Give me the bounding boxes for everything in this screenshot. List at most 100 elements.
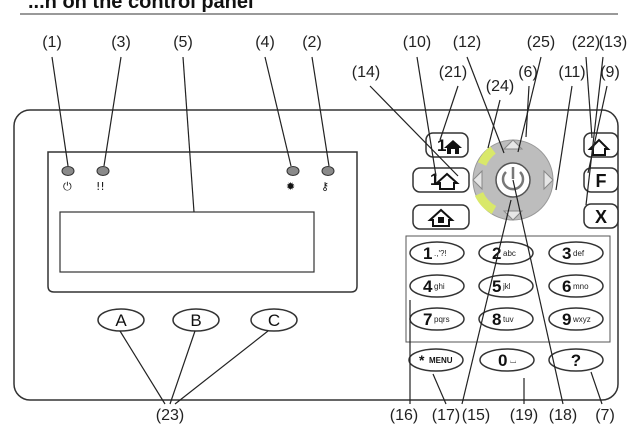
menu-key[interactable]: *MENU — [408, 348, 464, 372]
keypad-key-letters: mno — [573, 282, 589, 291]
callout-25: (25) — [527, 34, 555, 51]
nav-right-arrow[interactable] — [543, 169, 554, 191]
softkey-b[interactable]: B — [172, 308, 220, 332]
leader-6 — [525, 85, 530, 138]
softkey-c-outline[interactable] — [250, 308, 298, 332]
keypad-key-outline[interactable] — [548, 274, 604, 298]
leader-23c — [174, 330, 269, 405]
nav-up-arrow[interactable] — [502, 139, 524, 150]
keypad-key-letters: ghi — [434, 282, 445, 291]
led-alarm: ✹ — [286, 166, 300, 193]
leader-13 — [585, 56, 604, 206]
f-key-outline[interactable] — [583, 167, 619, 193]
keypad-key-letters: wxyz — [572, 315, 591, 324]
leader-11 — [555, 85, 573, 191]
leader-lines — [51, 56, 608, 405]
keypad-key-0[interactable]: 0⌴ — [479, 348, 535, 372]
power-icon: ⏻ — [63, 180, 72, 193]
leader-17 — [432, 373, 447, 405]
leader-23b — [169, 330, 196, 405]
keypad-key-outline[interactable] — [478, 241, 534, 265]
softkey-a[interactable]: A — [97, 308, 145, 332]
leader-9 — [587, 85, 608, 174]
keypad-key-outline[interactable] — [548, 241, 604, 265]
softkey-c-label: C — [268, 311, 280, 330]
leader-21 — [439, 85, 459, 141]
keypad-key-letters: def — [573, 249, 585, 258]
space-icon: ⌴ — [510, 356, 516, 365]
leader-18 — [512, 179, 564, 405]
leader-4 — [264, 56, 292, 167]
leader-22 — [585, 56, 593, 139]
house-door — [451, 149, 455, 154]
leader-10 — [416, 56, 437, 177]
house-person-window — [438, 217, 444, 223]
keypad-key-letters: pqrs — [434, 315, 450, 324]
arm-partial-button[interactable] — [412, 204, 470, 230]
help-icon: ? — [571, 351, 581, 370]
keypad-key-digit: 3 — [562, 244, 571, 263]
keypad-key-digit: 7 — [423, 310, 432, 329]
keypad-key-digit: 8 — [492, 310, 501, 329]
lcd-screen — [59, 211, 315, 273]
keypad-key-digit: 5 — [492, 277, 501, 296]
keypad-key-outline[interactable] — [409, 274, 465, 298]
arm-home-button[interactable]: 1 — [412, 167, 470, 193]
x-key[interactable]: X — [583, 203, 619, 229]
f-key-label: F — [596, 171, 607, 191]
callout-22: (22) — [572, 34, 600, 51]
softkey-a-outline[interactable] — [97, 308, 145, 332]
callout-2: (2) — [302, 34, 322, 51]
leader-24 — [487, 99, 501, 149]
f-key[interactable]: F — [583, 167, 619, 193]
nav-left-arrow[interactable] — [472, 169, 483, 191]
arm-away-1-number: 1 — [437, 136, 446, 155]
callout-6: (6) — [518, 64, 538, 81]
keypad-key-digit: 4 — [423, 277, 433, 296]
callout-3: (3) — [111, 34, 131, 51]
leader-14 — [369, 85, 459, 177]
leader-23a — [119, 330, 166, 405]
keypad-key-0-outline[interactable] — [479, 348, 535, 372]
nav-highlight-bottom — [474, 191, 497, 214]
ok-icon — [501, 171, 525, 191]
callout-11: (11) — [558, 64, 585, 81]
keypad-key-outline[interactable] — [548, 307, 604, 331]
softkey-b-outline[interactable] — [172, 308, 220, 332]
help-key-outline[interactable] — [548, 348, 604, 372]
arm-away-2-button[interactable] — [583, 132, 619, 158]
callout-9: (9) — [600, 64, 620, 81]
nav-down-arrow[interactable] — [502, 210, 524, 221]
menu-key-outline[interactable] — [408, 348, 464, 372]
keypad-key-digit: 2 — [492, 244, 501, 263]
leader-1 — [51, 56, 69, 167]
led-fault-lamp — [96, 166, 110, 176]
x-key-outline[interactable] — [583, 203, 619, 229]
keypad-key-outline[interactable] — [478, 307, 534, 331]
callout-15: (15) — [462, 407, 490, 424]
softkey-c[interactable]: C — [250, 308, 298, 332]
callout-4: (4) — [255, 34, 275, 51]
keypad-key-1[interactable]: 1.,'?! — [409, 241, 465, 265]
star-symbol: * — [419, 352, 425, 368]
keypad-key-digit: 6 — [562, 277, 571, 296]
softkey-b-label: B — [190, 311, 201, 330]
help-key[interactable]: ? — [548, 348, 604, 372]
callout-19: (19) — [510, 407, 538, 424]
arm-away-1-button[interactable]: 1 — [425, 132, 469, 158]
keypad-key-outline[interactable] — [409, 241, 465, 265]
leader-3 — [103, 56, 122, 167]
callout-1: (1) — [42, 34, 62, 51]
keypad-key-digit: 1 — [423, 244, 432, 263]
leader-7 — [590, 371, 603, 405]
keypad-key-outline[interactable] — [478, 274, 534, 298]
